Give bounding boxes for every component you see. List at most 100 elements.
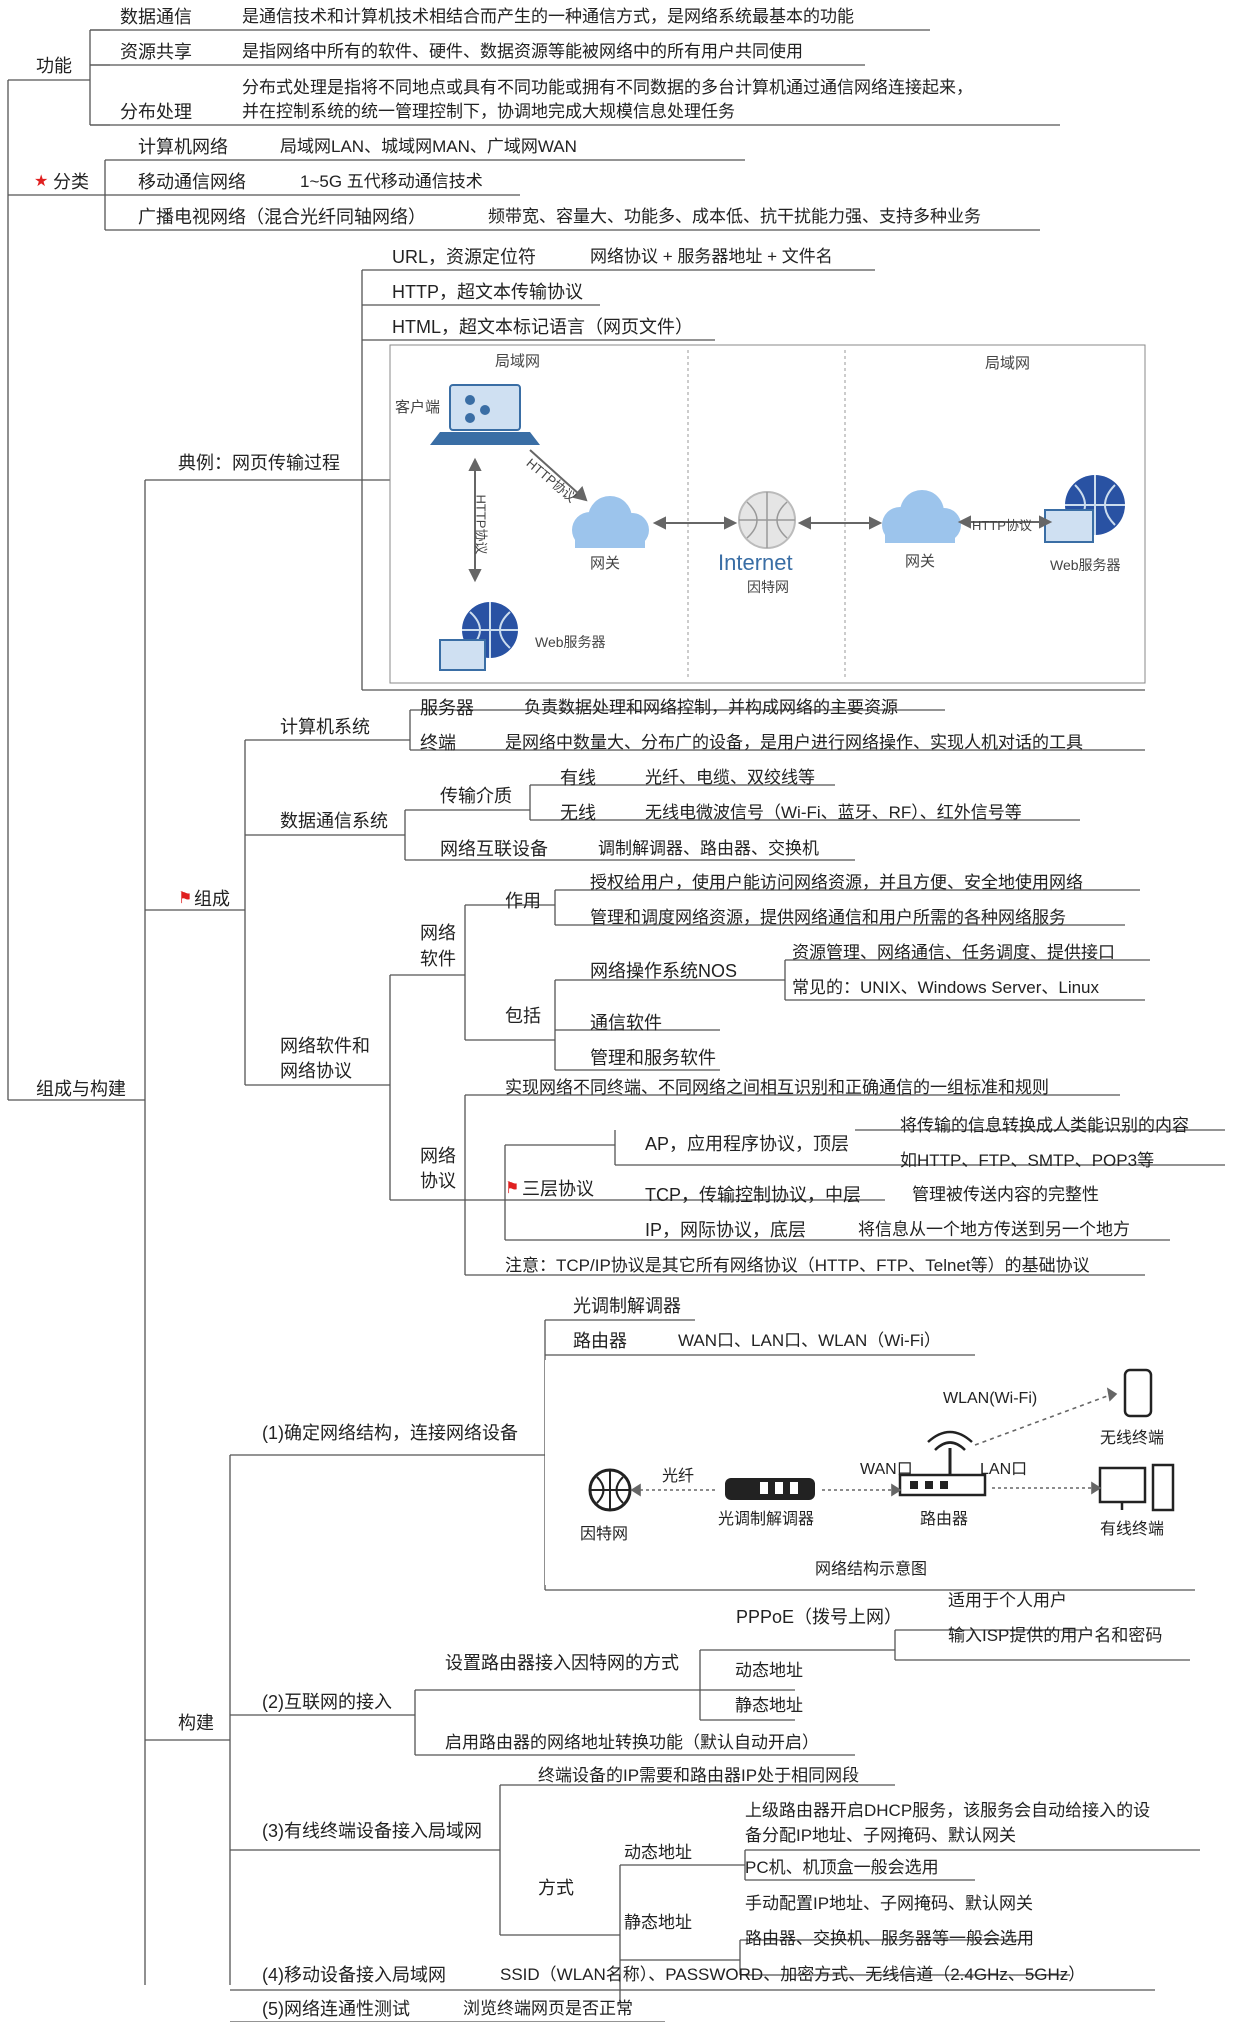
- diagram-caption: 网络结构示意图: [815, 1555, 927, 1579]
- lan-right-label: 局域网: [985, 352, 1030, 373]
- wlan-label: WLAN(Wi-Fi): [943, 1390, 1037, 1408]
- wireless-desc: 无线电微波信号（Wi-Fi、蓝牙、RF）、红外信号等: [645, 802, 1022, 824]
- pppoe-desc: 适用于个人用户: [948, 1590, 1067, 1612]
- wireless-label: 无线: [560, 802, 596, 824]
- setup-label: 设置路由器接入因特网的方式: [445, 1652, 679, 1674]
- proto-def: 实现网络不同终端、不同网络之间相互识别和正确通信的一组标准和规则: [505, 1077, 1049, 1099]
- proto-note: 注意：TCP/IP协议是其它所有网络协议（HTTP、FTP、Telnet等）的基…: [505, 1255, 1090, 1277]
- nat-label: 启用路由器的网络地址转换功能（默认自动开启）: [445, 1732, 819, 1754]
- url-label: URL，资源定位符: [392, 246, 536, 268]
- wan-label: WAN口: [860, 1455, 913, 1479]
- sw-title: 网络协议: [280, 1060, 352, 1082]
- proto-label: 网络: [420, 1145, 456, 1167]
- lan-left-label: 局域网: [495, 350, 540, 371]
- s3-title: (3)有线终端设备接入局域网: [262, 1820, 482, 1842]
- internet-cn-label: 因特网: [747, 577, 789, 597]
- star-icon: ★: [34, 171, 48, 191]
- modem-label: 光调制解调器: [573, 1295, 681, 1317]
- dyn-addr-label: 动态地址: [624, 1842, 692, 1864]
- cls-item-label: 移动通信网络: [138, 171, 246, 193]
- build-root: 组成与构建: [36, 1078, 126, 1100]
- html-label: HTML，超文本标记语言（网页文件）: [392, 316, 693, 338]
- func-item-desc: 并在控制系统的统一管理控制下，协调地完成大规模信息处理任务: [242, 101, 735, 123]
- example-title: 典例：网页传输过程: [178, 452, 340, 474]
- desktop-pc-icon: [1100, 1465, 1173, 1510]
- flag-icon: ⚑: [178, 888, 192, 908]
- cls-item-desc: 频带宽、容量大、功能多、成本低、抗干扰能力强、支持多种业务: [488, 206, 981, 228]
- soft-label: 网络: [420, 922, 456, 944]
- func-item-label: 资源共享: [120, 41, 192, 63]
- ap-label: AP，应用程序协议，顶层: [645, 1133, 849, 1155]
- router-label: 路由器: [573, 1330, 627, 1352]
- optical-modem-icon: [725, 1478, 815, 1500]
- comp-title: 组成: [194, 888, 230, 910]
- s2-title: (2)互联网的接入: [262, 1691, 392, 1713]
- three-label: 三层协议: [522, 1178, 594, 1200]
- ap-desc: 如HTTP、FTP、SMTP、POP3等: [900, 1150, 1154, 1172]
- wired-term-label: 有线终端: [1100, 1515, 1164, 1539]
- phone-icon: [1125, 1370, 1151, 1416]
- tcp-label: TCP，传输控制协议，中层: [645, 1184, 861, 1206]
- cls-item-label: 计算机网络: [138, 136, 228, 158]
- stat-desc: 手动配置IP地址、子网掩码、默认网关: [745, 1893, 1033, 1915]
- internet-label: Internet: [718, 550, 793, 576]
- dyn-desc: 上级路由器开启DHCP服务，该服务会自动给接入的设: [745, 1800, 1150, 1822]
- internet-globe-icon-2: [590, 1470, 630, 1510]
- soft-label: 软件: [420, 948, 456, 970]
- term-desc: 是网络中数量大、分布广的设备，是用户进行网络操作、实现人机对话的工具: [505, 732, 1083, 754]
- cons-title: 构建: [178, 1712, 214, 1734]
- web-server-label-right: Web服务器: [1050, 555, 1121, 575]
- same-subnet-label: 终端设备的IP需要和路由器IP处于相同网段: [538, 1765, 859, 1787]
- web-server-label-left: Web服务器: [535, 632, 606, 652]
- s5-desc: 浏览终端网页是否正常: [463, 1998, 633, 2020]
- tcp-desc: 管理被传送内容的完整性: [912, 1184, 1099, 1206]
- fiber-label: 光纤: [662, 1462, 694, 1486]
- func-item-label: 分布处理: [120, 101, 192, 123]
- server-label: 服务器: [420, 697, 474, 719]
- dc-title: 数据通信系统: [280, 810, 388, 832]
- cls-item-desc: 1~5G 五代移动通信技术: [300, 171, 483, 193]
- nos-desc: 常见的：UNIX、Windows Server、Linux: [792, 977, 1099, 999]
- pppoe-label: PPPoE（拨号上网）: [736, 1606, 902, 1628]
- stat-addr-label: 静态地址: [624, 1912, 692, 1934]
- func-item-desc: 是指网络中所有的软件、硬件、数据资源等能被网络中的所有用户共同使用: [242, 41, 803, 63]
- dyn-desc: PC机、机顶盒一般会选用: [745, 1857, 939, 1879]
- media-label: 传输介质: [440, 785, 512, 807]
- way-label: 方式: [538, 1877, 574, 1899]
- dev-desc: 调制解调器、路由器、交换机: [598, 838, 819, 860]
- comm-label: 通信软件: [590, 1012, 662, 1034]
- wired-desc: 光纤、电缆、双绞线等: [645, 767, 815, 789]
- ap-desc: 将传输的信息转换成人类能识别的内容: [900, 1115, 1189, 1137]
- mgmt-label: 管理和服务软件: [590, 1047, 716, 1069]
- stat-addr-label: 静态地址: [735, 1695, 803, 1717]
- func-title: 功能: [36, 55, 72, 77]
- http-arrow-label: HTTP协议: [972, 515, 1032, 534]
- ip-desc: 将信息从一个地方传送到另一个地方: [858, 1219, 1130, 1241]
- router-desc: WAN口、LAN口、WLAN（Wi-Fi）: [678, 1330, 941, 1352]
- lan-label: LAN口: [980, 1455, 1027, 1479]
- dyn-addr-label: 动态地址: [735, 1660, 803, 1682]
- proto-label: 协议: [420, 1170, 456, 1192]
- router-diagram-label: 路由器: [920, 1505, 968, 1529]
- internet-globe-icon: [739, 492, 795, 548]
- pppoe-desc: 输入ISP提供的用户名和密码: [948, 1625, 1162, 1647]
- cls-item-label: 广播电视网络（混合光纤同轴网络）: [138, 206, 426, 228]
- dyn-desc: 备分配IP地址、子网掩码、默认网关: [745, 1825, 1016, 1847]
- wired-label: 有线: [560, 767, 596, 789]
- s5-title: (5)网络连通性测试: [262, 1998, 410, 2020]
- func-item-label: 数据通信: [120, 6, 192, 28]
- func-item-desc: 是通信技术和计算机技术相结合而产生的一种通信方式，是网络系统最基本的功能: [242, 6, 854, 28]
- gateway-left-label: 网关: [590, 552, 620, 573]
- s4-desc: SSID（WLAN名称）、PASSWORD、加密方式、无线信道（2.4GHz、5…: [500, 1964, 1085, 1986]
- client-label: 客户端: [395, 396, 440, 417]
- wireless-term-label: 无线终端: [1100, 1424, 1164, 1448]
- sw-title: 网络软件和: [280, 1035, 370, 1057]
- server-desc: 负责数据处理和网络控制，并构成网络的主要资源: [524, 697, 898, 719]
- nos-desc: 资源管理、网络通信、任务调度、提供接口: [792, 942, 1115, 964]
- url-desc: 网络协议 + 服务器地址 + 文件名: [590, 246, 833, 268]
- cs-title: 计算机系统: [280, 716, 370, 738]
- role-desc: 授权给用户，使用户能访问网络资源，并且方便、安全地使用网络: [590, 872, 1083, 894]
- stat-desc: 路由器、交换机、服务器等一般会选用: [745, 1928, 1034, 1950]
- flag-icon: ⚑: [505, 1178, 519, 1198]
- dev-label: 网络互联设备: [440, 838, 548, 860]
